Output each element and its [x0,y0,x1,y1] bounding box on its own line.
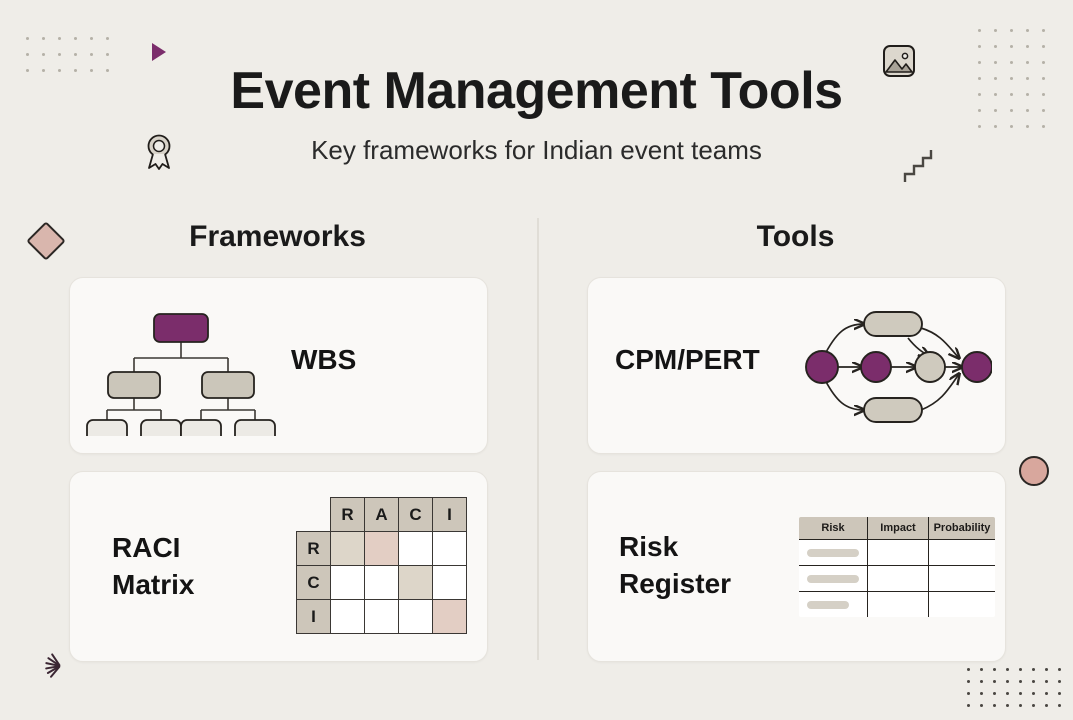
card-cpm-pert[interactable]: CPM/PERT [587,277,1006,454]
card-label-cpm-pert: CPM/PERT [615,344,760,375]
card-raci[interactable]: RACI Matrix R A C I R C [69,471,488,662]
raci-cell[interactable] [432,565,467,600]
risk-register-table: Risk Impact Probability [797,515,997,619]
placeholder-bar [807,548,859,557]
risk-cell-probability[interactable] [928,591,995,617]
raci-row-header: C [296,565,331,600]
circle-icon [1019,456,1049,486]
raci-cell[interactable] [432,599,467,634]
risk-header-row: Risk Impact Probability [799,517,995,540]
image-icon [883,45,915,77]
raci-matrix-grid: R A C I R C I [296,497,467,634]
column-heading-tools: Tools [756,220,835,253]
raci-cell[interactable] [364,565,399,600]
risk-cell-impact[interactable] [867,539,929,566]
raci-row: I [296,599,467,634]
risk-table-row[interactable] [799,591,995,617]
column-divider [537,218,539,660]
raci-cell[interactable] [398,599,433,634]
raci-cell[interactable] [330,531,365,566]
risk-table-row[interactable] [799,539,995,566]
placeholder-bar [807,600,849,609]
risk-cell-risk[interactable] [799,591,868,617]
raci-row: R [296,531,467,566]
cpm-pert-network-diagram [805,311,992,423]
risk-col-header-impact: Impact [867,517,929,540]
raci-corner-cell [297,498,331,532]
raci-row: C [296,565,467,600]
raci-cell[interactable] [364,531,399,566]
page-title: Event Management Tools [230,62,843,120]
card-wbs[interactable]: WBS [69,277,488,454]
raci-header-row: R A C I [297,497,467,532]
dot-grid-top-right [978,29,1048,128]
raci-cell[interactable] [330,565,365,600]
placeholder-bar [807,574,859,583]
wbs-tree-diagram [86,313,276,436]
raci-col-header: R [330,497,365,532]
risk-cell-probability[interactable] [928,539,995,566]
risk-cell-probability[interactable] [928,565,995,592]
risk-col-header-risk: Risk [799,517,868,540]
page-subtitle: Key frameworks for Indian event teams [311,135,762,165]
card-risk-register[interactable]: Risk Register Risk Impact Probability [587,471,1006,662]
card-label-raci: RACI Matrix [112,532,195,601]
raci-col-header: I [432,497,467,532]
raci-row-header: I [296,599,331,634]
column-heading-frameworks: Frameworks [189,220,366,253]
card-label-wbs: WBS [291,344,357,375]
raci-col-header: A [364,497,399,532]
risk-table-row[interactable] [799,565,995,592]
stairs-icon [903,150,933,182]
raci-cell[interactable] [398,565,433,600]
raci-row-header: R [296,531,331,566]
risk-cell-impact[interactable] [867,565,929,592]
raci-cell[interactable] [398,531,433,566]
raci-col-header: C [398,497,433,532]
raci-cell[interactable] [364,599,399,634]
risk-cell-risk[interactable] [799,539,868,566]
risk-cell-impact[interactable] [867,591,929,617]
dot-grid-top-left [26,37,110,81]
diamond-icon [26,221,66,261]
risk-cell-risk[interactable] [799,565,868,592]
card-label-risk-register: Risk Register [619,531,732,600]
award-icon [147,134,171,170]
raci-cell[interactable] [330,599,365,634]
dot-grid-bottom-right [967,668,1068,714]
risk-col-header-probability: Probability [928,517,995,540]
raci-cell[interactable] [432,531,467,566]
play-icon [152,43,166,61]
